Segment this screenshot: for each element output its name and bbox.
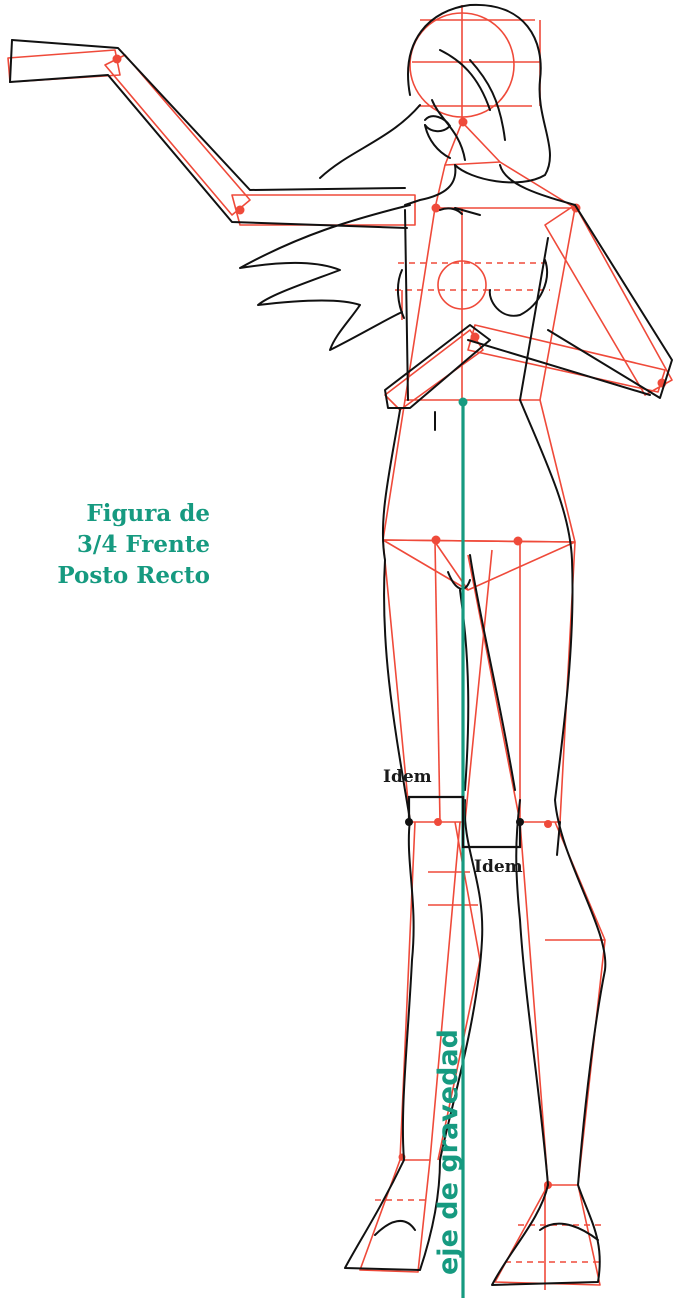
idem-right-bracket [461,822,522,849]
gravity-axis-label: eje de gravedad [433,1029,464,1275]
chest-circle [437,260,487,310]
title-line-3: Posto Recto [57,562,210,589]
idem-measurements: Idem Idem [383,767,524,877]
gravity-axis: eje de gravedad [433,397,468,1298]
construction-lines [7,5,673,1290]
title-line-1: Figura de [86,500,210,527]
idem-left-label: Idem [383,767,432,787]
figure-contour [9,3,673,1286]
gravity-axis-origin [458,397,468,407]
figure-title: Figura de 3/4 Frente Posto Recto [0,498,210,591]
idem-left-bracket [407,795,465,822]
idem-right-label: Idem [474,857,523,877]
title-line-2: 3/4 Frente [76,531,210,558]
